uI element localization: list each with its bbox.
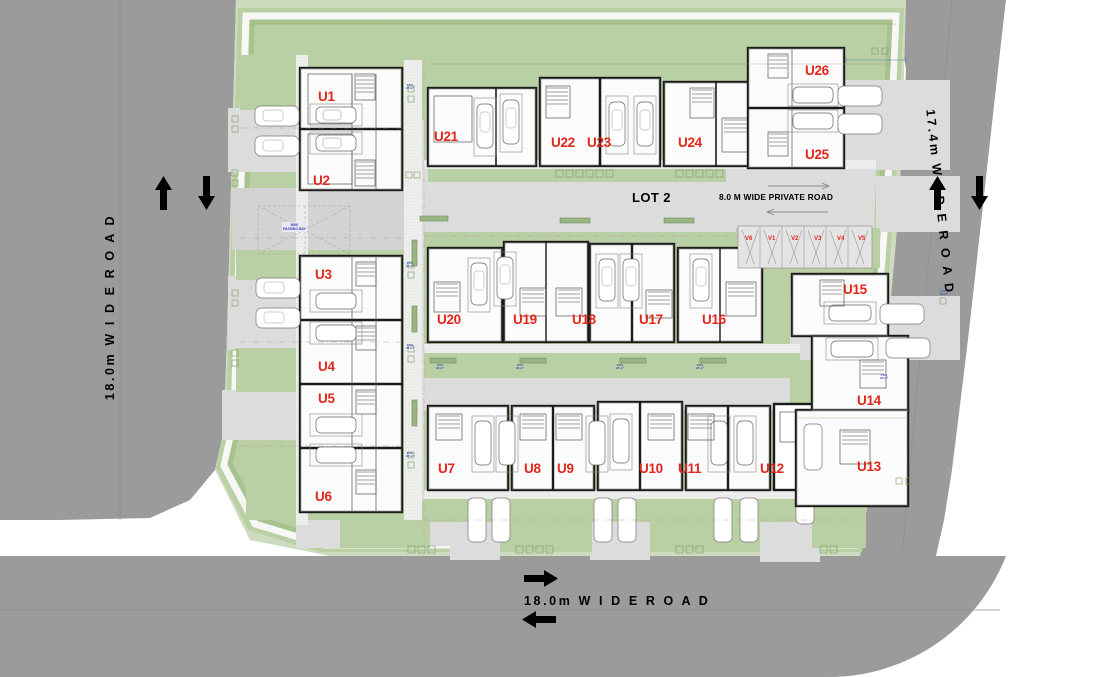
unit-label: U11	[678, 461, 702, 476]
unit-label: U9	[557, 461, 574, 476]
visitor-bay-label: V5	[858, 236, 866, 242]
unit-label: U26	[805, 63, 829, 78]
building-block-northeast	[746, 46, 883, 170]
car-space	[803, 301, 931, 471]
unit-label: U7	[438, 461, 455, 476]
unit-label: U4	[318, 359, 335, 374]
passing-bay-dim: 6000	[290, 222, 299, 227]
building-block-west-b	[255, 254, 404, 514]
visitor-bay-label: V4	[837, 236, 845, 242]
arrow-up-left	[155, 176, 172, 210]
unit-label: U18	[572, 312, 596, 327]
unit-label: U20	[437, 312, 461, 327]
arrow-right-bottom	[524, 570, 558, 587]
unit-label: U16	[702, 312, 726, 327]
unit-label: U22	[551, 135, 575, 150]
road-label-left: 18.0m W I D E R O A D	[103, 213, 117, 401]
unit-label: U1	[318, 89, 335, 104]
unit-label: U10	[639, 461, 663, 476]
arrow-down-left	[198, 176, 215, 210]
unit-label: U14	[857, 393, 881, 408]
car-space	[467, 413, 815, 543]
unit-label: U13	[857, 459, 881, 474]
visitor-bay-label: V3	[814, 236, 822, 242]
passing-bay-label: 6000 PASSING BAY	[282, 222, 307, 232]
unit-label: U23	[587, 135, 611, 150]
building-block-middle	[426, 240, 764, 344]
unit-label: U15	[843, 282, 867, 297]
unit-label: U24	[678, 135, 702, 150]
building-block-east	[790, 272, 931, 508]
car-space	[309, 103, 363, 155]
traffic-arrows	[155, 176, 988, 628]
visitor-parking-bays	[737, 225, 873, 269]
dimension-lines	[240, 23, 908, 540]
unit-label: U25	[805, 147, 829, 162]
car-space	[473, 93, 657, 157]
unit-label: U6	[315, 489, 332, 504]
landscape-symbols	[231, 47, 947, 554]
car-space	[787, 83, 883, 135]
building-block-north	[426, 76, 770, 168]
car-space	[309, 289, 363, 467]
building-block-south	[426, 400, 826, 543]
car-space	[467, 251, 713, 313]
road-label-bottom: 18.0m W I D E R O A D	[524, 594, 711, 608]
unit-label: U12	[760, 461, 784, 476]
unit-label: U21	[434, 129, 458, 144]
visitor-bay-label: V1	[768, 236, 776, 242]
unit-label: U8	[524, 461, 541, 476]
lot-label: LOT 2	[632, 190, 671, 205]
unit-label: U19	[513, 312, 537, 327]
passing-bay-text: PASSING BAY	[283, 226, 306, 231]
visitor-bay-label: V6	[745, 236, 753, 242]
unit-label: U2	[313, 173, 330, 188]
arrow-up-right	[929, 176, 946, 210]
unit-label: U3	[315, 267, 332, 282]
arrow-down-right	[971, 176, 988, 210]
unit-label: U5	[318, 391, 335, 406]
visitor-bay-label: V2	[791, 236, 799, 242]
building-block-west-a	[254, 66, 404, 192]
arrow-left-bottom	[522, 611, 556, 628]
unit-label: U17	[639, 312, 663, 327]
private-road-label: 8.0 M WIDE PRIVATE ROAD	[719, 192, 834, 202]
